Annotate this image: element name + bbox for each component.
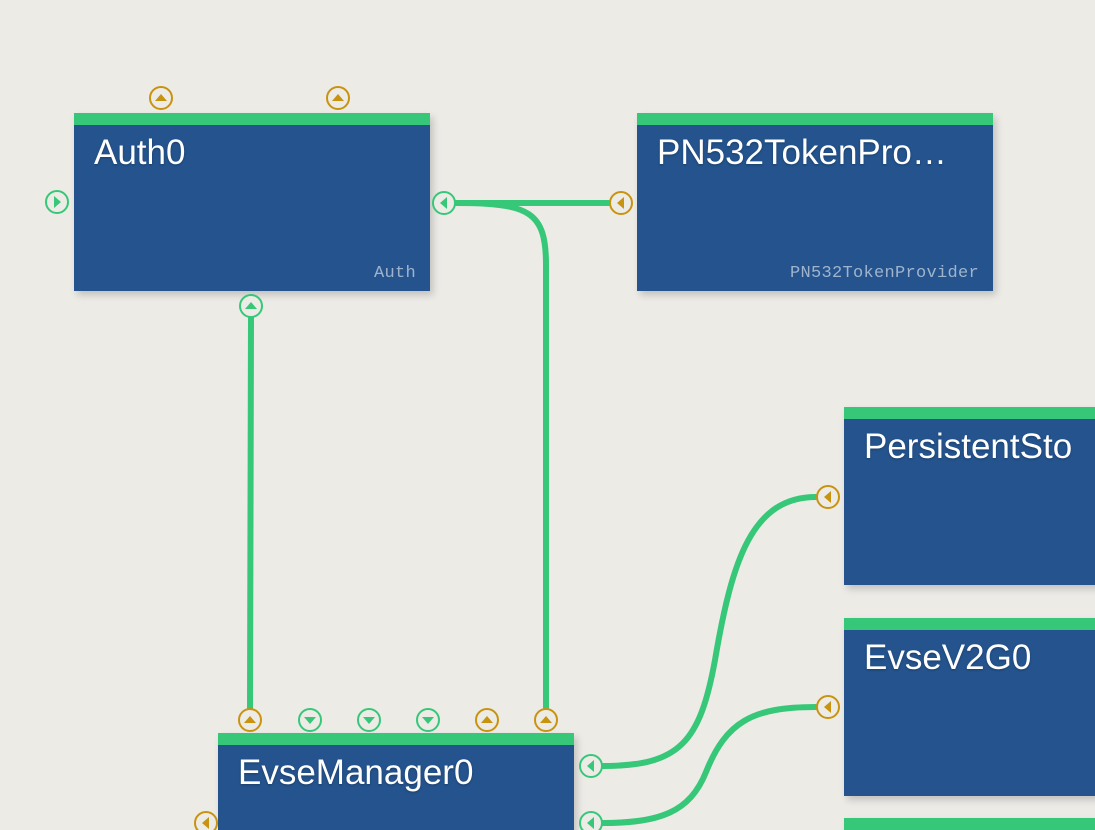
port-auth0-left-1[interactable]: [45, 190, 69, 214]
triangle-up-icon: [540, 716, 552, 723]
port-evsemanager0-right-1[interactable]: [579, 754, 603, 778]
port-evsemanager0-top-5[interactable]: [475, 708, 499, 732]
port-evsemanager0-top-1[interactable]: [238, 708, 262, 732]
port-persistentstore-left-1[interactable]: [816, 485, 840, 509]
triangle-left-icon: [617, 197, 624, 209]
node-subtitle-pn532: PN532TokenProvider: [789, 264, 979, 283]
port-auth0-right-1[interactable]: [432, 191, 456, 215]
node-title-evsemanager0: EvseManager0: [238, 753, 474, 792]
port-evsemanager0-right-2[interactable]: [579, 811, 603, 830]
node-header-node-bottom-partial: [844, 818, 1095, 830]
triangle-down-icon: [304, 717, 316, 724]
triangle-down-icon: [363, 717, 375, 724]
port-evsemanager0-top-3[interactable]: [357, 708, 381, 732]
triangle-left-icon: [824, 701, 831, 713]
triangle-up-icon: [245, 302, 257, 309]
triangle-left-icon: [440, 197, 447, 209]
port-evsemanager0-top-2[interactable]: [298, 708, 322, 732]
node-title-auth0: Auth0: [94, 133, 186, 172]
node-pn532[interactable]: PN532TokenPro… PN532TokenProvider: [637, 113, 993, 291]
triangle-left-icon: [202, 817, 209, 829]
port-auth0-top-1[interactable]: [149, 86, 173, 110]
node-subtitle-auth0: Auth: [373, 264, 416, 283]
node-persistentstore[interactable]: PersistentStoPersist: [844, 407, 1095, 585]
node-header-evsemanager0: [218, 733, 574, 745]
node-header-evsev2g0: [844, 618, 1095, 630]
triangle-up-icon: [155, 94, 167, 101]
edge-evsemanager-to-persistentstore[interactable]: [600, 494, 819, 769]
triangle-right-icon: [54, 196, 61, 208]
triangle-left-icon: [587, 760, 594, 772]
triangle-up-icon: [332, 94, 344, 101]
node-header-auth0: [74, 113, 430, 125]
triangle-up-icon: [481, 716, 493, 723]
triangle-left-icon: [587, 817, 594, 829]
port-pn532-left-1[interactable]: [609, 191, 633, 215]
node-evsev2g0[interactable]: EvseV2G0: [844, 618, 1095, 796]
node-header-persistentstore: [844, 407, 1095, 419]
node-header-pn532: [637, 113, 993, 125]
port-evsev2g0-left-1[interactable]: [816, 695, 840, 719]
triangle-down-icon: [422, 717, 434, 724]
port-evsemanager0-top-6[interactable]: [534, 708, 558, 732]
port-auth0-bottom-1[interactable]: [239, 294, 263, 318]
node-title-pn532: PN532TokenPro…: [657, 133, 947, 172]
port-evsemanager0-top-4[interactable]: [416, 708, 440, 732]
node-title-persistentstore: PersistentSto: [864, 427, 1073, 466]
port-evsemanager0-left-1[interactable]: [194, 811, 218, 830]
port-auth0-top-2[interactable]: [326, 86, 350, 110]
edge-evsemanager-to-evsev2g0[interactable]: [600, 704, 819, 826]
node-evsemanager0[interactable]: EvseManager0: [218, 733, 574, 830]
triangle-up-icon: [244, 716, 256, 723]
edge-auth0-bottom-to-evsemanager[interactable]: [247, 315, 254, 711]
triangle-left-icon: [824, 491, 831, 503]
edge-auth0-to-evsemanager-top[interactable]: [453, 200, 549, 711]
node-node-bottom-partial[interactable]: [844, 818, 1095, 830]
node-title-evsev2g0: EvseV2G0: [864, 638, 1032, 677]
